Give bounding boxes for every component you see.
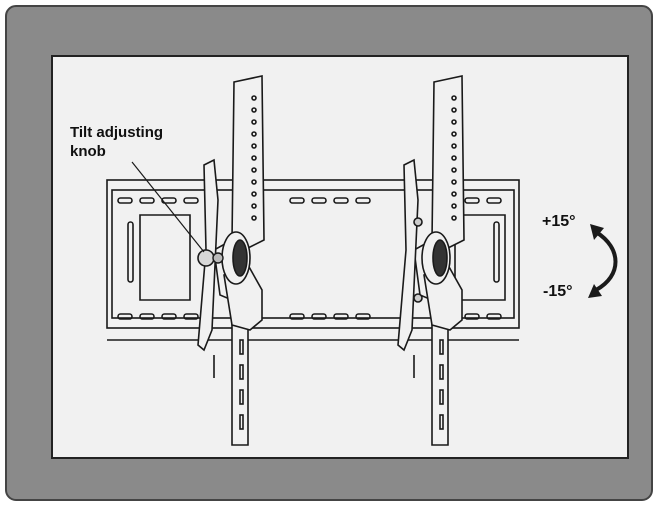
wall-plate <box>106 179 520 341</box>
tv-screen <box>51 55 629 459</box>
top-slot-row <box>117 197 502 204</box>
curved-double-arrow-icon <box>588 224 618 298</box>
callout-leader-line <box>131 161 205 253</box>
bottom-slot-row <box>117 313 502 320</box>
right-tv-bracket <box>397 75 465 446</box>
tilt-down-label: -15° <box>543 283 573 300</box>
tilt-up-label: +15° <box>542 213 576 230</box>
tilt-knob <box>197 249 224 267</box>
tilt-knob-label-line1: Tilt adjusting <box>70 124 164 141</box>
tilt-knob-label-line2: knob <box>70 143 106 160</box>
left-tv-bracket <box>197 75 265 446</box>
